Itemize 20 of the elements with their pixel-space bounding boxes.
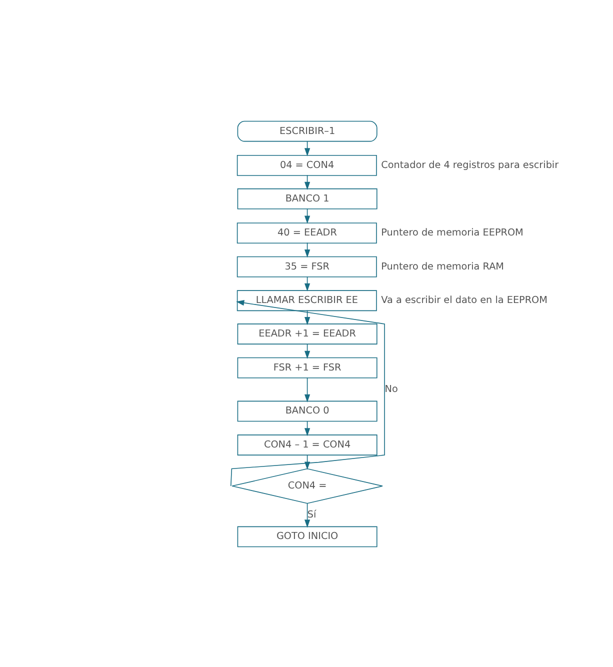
node-label: Va a escribir el dato en la EEPROM	[381, 294, 548, 306]
edge-label: Sí	[307, 509, 316, 520]
arrow	[304, 502, 310, 528]
node-label: Puntero de memoria EEPROM	[381, 227, 524, 238]
edge-label: No	[384, 384, 398, 394]
arrow	[230, 300, 385, 486]
arrow	[304, 376, 310, 402]
node-box: BANCO 1	[237, 188, 378, 209]
node-box: CON4 – 1 = CON4	[237, 434, 378, 455]
node-box: 40 = EEADR	[236, 222, 377, 243]
node-box: ESCRIBIR–1	[237, 120, 378, 142]
node-diamond: CON4 =	[232, 468, 383, 504]
node-box: BANCO 0	[237, 400, 378, 422]
node-box: 04 = CON4	[236, 154, 377, 176]
node-box: EEADR +1 = EEADR	[237, 323, 378, 344]
node-box: GOTO INICIO	[237, 526, 378, 547]
node-label: Contador de 4 registros para escribir	[381, 159, 559, 170]
node-label: Puntero de memoria RAM	[381, 260, 504, 272]
node-box: FSR +1 = FSR	[237, 356, 378, 378]
node-box: 35 = FSR	[236, 256, 377, 277]
